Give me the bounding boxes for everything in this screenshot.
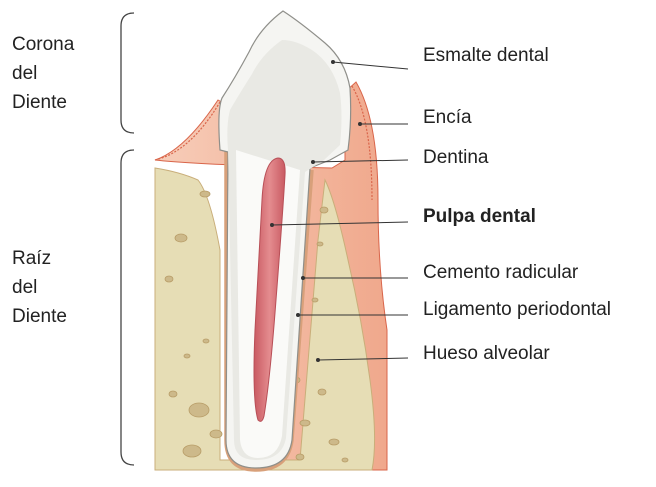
crown-label: Corona del Diente — [12, 30, 112, 117]
crown-label-line: del — [12, 59, 112, 88]
root-label: Raíz del Diente — [12, 244, 112, 331]
label-pulpa-dental: Pulpa dental — [423, 206, 536, 228]
label-hueso-alveolar: Hueso alveolar — [423, 343, 550, 365]
crown-label-line: Corona — [12, 30, 112, 59]
crown-label-line: Diente — [12, 88, 112, 117]
label-encia: Encía — [423, 107, 472, 129]
label-ligamento-periodontal: Ligamento periodontal — [423, 299, 611, 321]
root-label-line: Raíz — [12, 244, 112, 273]
root-bracket — [121, 150, 134, 465]
label-esmalte-dental: Esmalte dental — [423, 45, 549, 67]
label-dentina: Dentina — [423, 147, 489, 169]
label-cemento-radicular: Cemento radicular — [423, 262, 578, 284]
root-label-line: Diente — [12, 302, 112, 331]
crown-bracket — [121, 13, 134, 133]
root-label-line: del — [12, 273, 112, 302]
